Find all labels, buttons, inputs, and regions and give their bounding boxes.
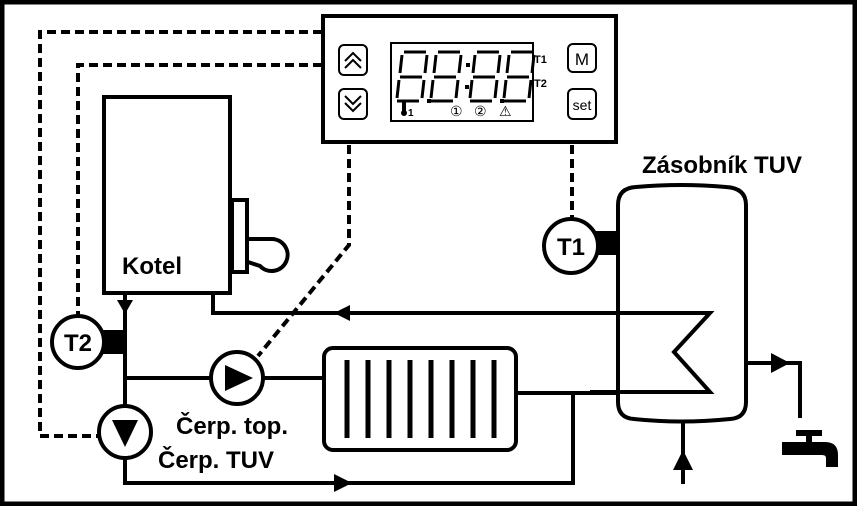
tuv-pump-label: Čerp. TUV	[158, 446, 274, 474]
burner-mount	[230, 198, 249, 274]
heating-pump	[209, 350, 265, 406]
tank-body	[616, 183, 748, 424]
seven-segment-digits	[395, 50, 536, 103]
wire-tuv-pump	[38, 30, 322, 438]
hot-water-pipe	[746, 361, 802, 418]
boiler-label: Kotel	[122, 253, 182, 280]
play-triangle-icon	[225, 365, 253, 391]
tank-label: Zásobník TUV	[642, 152, 802, 179]
indicator-t2: T2	[534, 78, 547, 90]
t2-sensor	[50, 314, 106, 370]
output-1-indicator: ①	[450, 103, 463, 119]
set-button-label: set	[573, 97, 592, 113]
cold-water-arrow-icon	[673, 450, 693, 470]
controller: T1 T2 1 ① ② ⚠ M set	[321, 14, 618, 144]
up-button[interactable]	[338, 44, 368, 76]
double-chevron-up-icon	[344, 51, 362, 69]
t1-sensor	[542, 217, 600, 275]
mode-button-label: M	[575, 50, 589, 69]
mode-button[interactable]: M	[567, 43, 597, 73]
t1-sensor-label: T1	[557, 234, 585, 261]
tank-coil	[590, 311, 715, 394]
alarm-icon: ⚠	[499, 103, 512, 119]
thermometer-icon	[401, 101, 407, 116]
burner-fan	[247, 237, 290, 273]
boiler-outlet-arrow-icon	[117, 300, 133, 314]
down-button[interactable]	[338, 88, 368, 120]
double-chevron-down-icon	[344, 95, 362, 113]
t2-sensor-label: T2	[64, 330, 92, 357]
tuv-supply-arrow-icon	[334, 474, 352, 492]
sensor-indicator: 1	[408, 108, 414, 119]
hot-water-arrow-icon	[771, 353, 790, 373]
wire-t2-sensor	[76, 63, 322, 318]
t2-sensor-mount	[102, 330, 124, 354]
decimal-points	[427, 63, 504, 103]
set-button[interactable]: set	[567, 88, 597, 120]
return-pipe	[211, 295, 710, 315]
heating-pump-label: Čerp. top.	[176, 412, 288, 440]
tuv-pump	[97, 404, 153, 460]
output-2-indicator: ②	[474, 103, 487, 119]
water-tap-icon	[782, 430, 838, 467]
radiator	[322, 346, 518, 452]
return-arrow-icon	[334, 305, 350, 321]
down-triangle-icon	[112, 420, 138, 447]
indicator-t1: T1	[534, 54, 547, 66]
wire-heating-pump	[256, 145, 351, 358]
boiler-body	[102, 95, 232, 295]
